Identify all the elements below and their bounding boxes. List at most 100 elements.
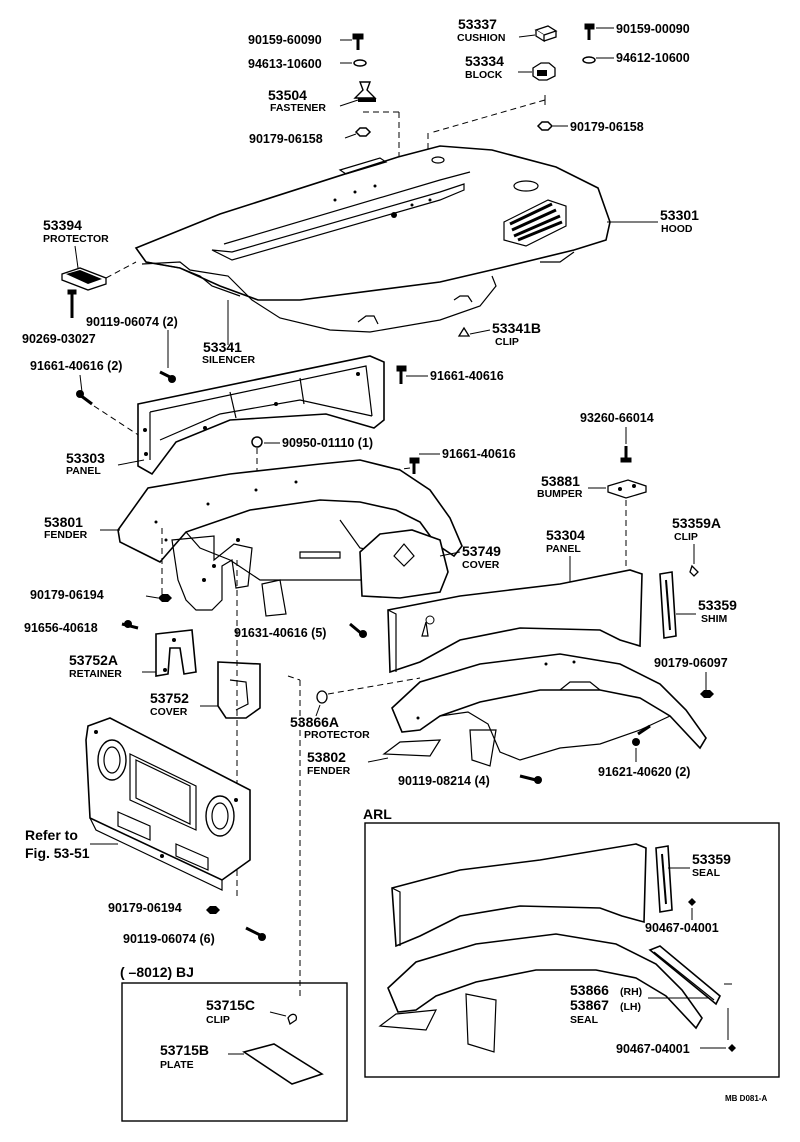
label-53341B: 53341B bbox=[492, 320, 541, 336]
bolt-91661-40616-upper bbox=[396, 365, 407, 384]
name-53359-seal: SEAL bbox=[692, 867, 721, 879]
name-53301: HOOD bbox=[661, 223, 693, 235]
bracket-fender-lower bbox=[261, 579, 287, 617]
name-53303: PANEL bbox=[66, 465, 101, 477]
name-53715B: PLATE bbox=[160, 1059, 194, 1071]
name-53802: FENDER bbox=[307, 765, 351, 777]
label-53304: 53304 bbox=[546, 527, 585, 543]
arl-panel bbox=[391, 843, 647, 948]
block-53334 bbox=[532, 62, 556, 81]
bj-box bbox=[121, 982, 348, 1122]
bumper-53881 bbox=[607, 479, 647, 499]
fender-53802 bbox=[382, 653, 707, 767]
hood-53301 bbox=[134, 145, 611, 301]
label-91661-40616-lower: 91661-40616 bbox=[442, 447, 516, 461]
name-53341: SILENCER bbox=[202, 354, 256, 366]
name-53504: FASTENER bbox=[270, 102, 326, 114]
panel-53304 bbox=[387, 569, 643, 674]
name-53341B: CLIP bbox=[495, 336, 519, 348]
label-53341: 53341 bbox=[203, 339, 242, 355]
fastener-53504 bbox=[353, 81, 377, 102]
bolt-90119-06074-lower bbox=[245, 926, 266, 941]
label-90119-06074-2: 90119-06074 (2) bbox=[86, 315, 178, 329]
arl-fender bbox=[378, 933, 703, 1053]
label-90179-06194-lower: 90179-06194 bbox=[108, 901, 182, 915]
label-53359A: 53359A bbox=[672, 515, 721, 531]
label-53715C: 53715C bbox=[206, 997, 255, 1013]
label-53303: 53303 bbox=[66, 450, 105, 466]
name-53359A: CLIP bbox=[674, 531, 698, 543]
label-53752A: 53752A bbox=[69, 652, 118, 668]
label-53334: 53334 bbox=[465, 53, 504, 69]
bracket-fender-left bbox=[171, 535, 253, 611]
bolt-93260-66014 bbox=[620, 446, 632, 463]
label-90467-04001-lower: 90467-04001 bbox=[616, 1042, 690, 1056]
label-53504: 53504 bbox=[268, 87, 307, 103]
nut-90179-06158-right bbox=[536, 121, 554, 131]
name-53752A: RETAINER bbox=[69, 668, 122, 680]
seal-53866-53867 bbox=[648, 945, 721, 1006]
name-53715C: CLIP bbox=[206, 1014, 230, 1026]
nut-90179-06194-upper bbox=[158, 594, 172, 602]
label-90179-06194-upper: 90179-06194 bbox=[30, 588, 104, 602]
label-90950-01110: 90950-01110 (1) bbox=[282, 436, 373, 450]
label-90159-60090: 90159-60090 bbox=[248, 33, 322, 47]
label-53715B: 53715B bbox=[160, 1042, 209, 1058]
nut-90179-06097 bbox=[700, 690, 714, 698]
label-53866A: 53866A bbox=[290, 714, 339, 730]
bolt-91621-40620 bbox=[632, 724, 651, 746]
panel-53303 bbox=[137, 355, 385, 476]
label-53866: 53866 bbox=[570, 982, 609, 998]
label-93260-66014: 93260-66014 bbox=[580, 411, 654, 425]
label-53301: 53301 bbox=[660, 207, 699, 223]
name-53866-seal: SEAL bbox=[570, 1014, 599, 1026]
name-53752: COVER bbox=[150, 706, 188, 718]
clip-53341B bbox=[457, 326, 471, 337]
arl-title: ARL bbox=[363, 806, 392, 822]
name-53359: SHIM bbox=[701, 613, 728, 625]
label-53867-side: (LH) bbox=[620, 1001, 641, 1013]
name-53866A: PROTECTOR bbox=[304, 729, 370, 741]
grommet-90950-01110 bbox=[251, 436, 263, 448]
name-53801: FENDER bbox=[44, 529, 88, 541]
seal-53359 bbox=[655, 845, 673, 913]
shim-53359 bbox=[659, 571, 677, 639]
protector-53866A bbox=[316, 690, 328, 704]
label-91631-40616-5: 91631-40616 (5) bbox=[234, 626, 326, 640]
diagram-code: MB D081-A bbox=[725, 1094, 767, 1103]
name-53337: CUSHION bbox=[457, 32, 505, 44]
cover-53749 bbox=[359, 529, 449, 599]
silencer-53341 bbox=[141, 251, 575, 333]
protector-53394 bbox=[61, 267, 107, 291]
bolt-91656-40618 bbox=[121, 620, 139, 630]
instrument-panel bbox=[85, 717, 251, 891]
label-94613-10600: 94613-10600 bbox=[248, 57, 322, 71]
label-53749: 53749 bbox=[462, 543, 501, 559]
name-53334: BLOCK bbox=[465, 69, 503, 81]
label-53394: 53394 bbox=[43, 217, 82, 233]
label-90179-06158-left: 90179-06158 bbox=[249, 132, 323, 146]
arl-box bbox=[364, 822, 780, 1078]
label-90119-06074-6: 90119-06074 (6) bbox=[123, 932, 215, 946]
bolt-91631-40616 bbox=[349, 622, 367, 638]
plate-53715B bbox=[242, 1043, 324, 1085]
label-53802: 53802 bbox=[307, 749, 346, 765]
label-94612-10600: 94612-10600 bbox=[616, 51, 690, 65]
label-53337: 53337 bbox=[458, 16, 497, 32]
refer-text-1: Refer to bbox=[25, 827, 78, 843]
label-53801: 53801 bbox=[44, 514, 83, 530]
screw-90159-60090 bbox=[352, 33, 364, 50]
cover-53752 bbox=[217, 661, 261, 719]
label-90179-06158-right: 90179-06158 bbox=[570, 120, 644, 134]
label-90467-04001-upper: 90467-04001 bbox=[645, 921, 719, 935]
cushion-53337 bbox=[534, 25, 558, 43]
label-90269-03027: 90269-03027 bbox=[22, 332, 96, 346]
label-91656-40618: 91656-40618 bbox=[24, 621, 98, 635]
label-90159-00090: 90159-00090 bbox=[616, 22, 690, 36]
label-53866-side: (RH) bbox=[620, 986, 642, 998]
bolt-90119-08214 bbox=[519, 774, 542, 784]
clip-53359A bbox=[689, 564, 699, 577]
retainer-53752A bbox=[155, 629, 197, 677]
name-53394: PROTECTOR bbox=[43, 233, 109, 245]
